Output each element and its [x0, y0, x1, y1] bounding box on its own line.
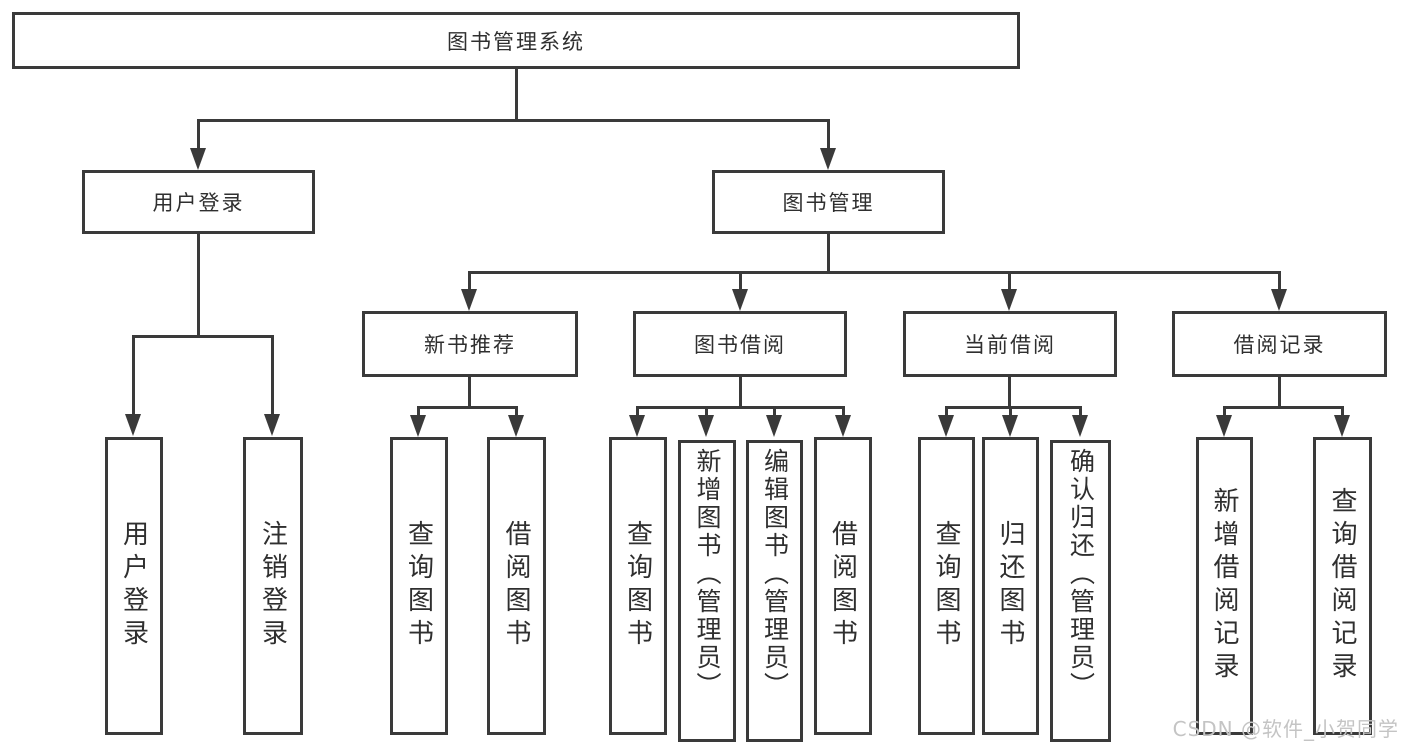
leaf-add-book-admin: 新增图书（管理员）	[678, 440, 736, 742]
connector-line	[773, 406, 776, 417]
connector-line	[1008, 271, 1011, 290]
arrowhead-down-icon	[410, 415, 426, 437]
leaf-confirm-return-admin: 确认归还（管理员）	[1050, 440, 1111, 742]
leaf-query-books-recommend: 查询图书	[390, 437, 448, 735]
arrowhead-down-icon	[1334, 415, 1350, 437]
connector-line	[739, 271, 742, 290]
connector-line	[468, 271, 471, 290]
connector-line	[945, 406, 1082, 409]
arrowhead-down-icon	[264, 414, 280, 436]
arrowhead-down-icon	[1001, 289, 1017, 311]
arrowhead-down-icon	[190, 148, 206, 170]
connector-line	[1008, 377, 1011, 408]
leaf-borrow-books-recommend: 借阅图书	[487, 437, 546, 735]
connector-line	[197, 119, 200, 150]
arrowhead-down-icon	[732, 289, 748, 311]
connector-line	[1009, 406, 1012, 417]
connector-line	[636, 406, 639, 417]
connector-line	[417, 406, 518, 409]
node-book-borrow: 图书借阅	[633, 311, 847, 377]
arrowhead-down-icon	[461, 289, 477, 311]
connector-line	[1223, 406, 1226, 417]
arrowhead-down-icon	[1002, 415, 1018, 437]
leaf-logout-login: 注销登录	[243, 437, 303, 735]
connector-line	[1278, 271, 1281, 290]
connector-line	[1223, 406, 1344, 409]
connector-line	[1278, 377, 1281, 408]
leaf-add-borrow-record: 新增借阅记录	[1196, 437, 1253, 735]
node-book-management: 图书管理	[712, 170, 945, 234]
leaf-return-book: 归还图书	[982, 437, 1039, 735]
connector-line	[417, 406, 420, 417]
connector-line	[132, 335, 274, 338]
connector-line	[739, 377, 742, 408]
connector-line	[1079, 406, 1082, 417]
arrowhead-down-icon	[1216, 415, 1232, 437]
csdn-watermark: CSDN @软件_小贺同学	[1172, 717, 1399, 741]
connector-line	[1341, 406, 1344, 417]
node-library-system: 图书管理系统	[12, 12, 1020, 69]
leaf-query-books-current: 查询图书	[918, 437, 975, 735]
node-borrow-records: 借阅记录	[1172, 311, 1387, 377]
leaf-borrow-books-borrow: 借阅图书	[814, 437, 872, 735]
connector-line	[197, 119, 830, 122]
node-new-book-recommend: 新书推荐	[362, 311, 578, 377]
arrowhead-down-icon	[629, 415, 645, 437]
arrowhead-down-icon	[766, 415, 782, 437]
connector-line	[842, 406, 845, 417]
arrowhead-down-icon	[125, 414, 141, 436]
node-current-borrow: 当前借阅	[903, 311, 1117, 377]
arrowhead-down-icon	[1072, 415, 1088, 437]
node-user-login: 用户登录	[82, 170, 315, 234]
connector-line	[705, 406, 708, 417]
connector-line	[827, 233, 830, 273]
connector-line	[132, 335, 135, 415]
connector-line	[827, 119, 830, 150]
connector-line	[515, 67, 518, 120]
arrowhead-down-icon	[698, 415, 714, 437]
connector-line	[515, 406, 518, 417]
leaf-query-books-borrow: 查询图书	[609, 437, 667, 735]
arrowhead-down-icon	[835, 415, 851, 437]
arrowhead-down-icon	[1271, 289, 1287, 311]
leaf-query-borrow-record: 查询借阅记录	[1313, 437, 1372, 735]
arrowhead-down-icon	[820, 148, 836, 170]
connector-line	[945, 406, 948, 417]
connector-line	[271, 335, 274, 415]
connector-line	[468, 377, 471, 408]
connector-line	[468, 271, 1281, 274]
connector-line	[197, 233, 200, 337]
leaf-edit-book-admin: 编辑图书（管理员）	[746, 440, 803, 742]
leaf-user-login: 用户登录	[105, 437, 163, 735]
arrowhead-down-icon	[938, 415, 954, 437]
arrowhead-down-icon	[508, 415, 524, 437]
connector-line	[636, 406, 845, 409]
